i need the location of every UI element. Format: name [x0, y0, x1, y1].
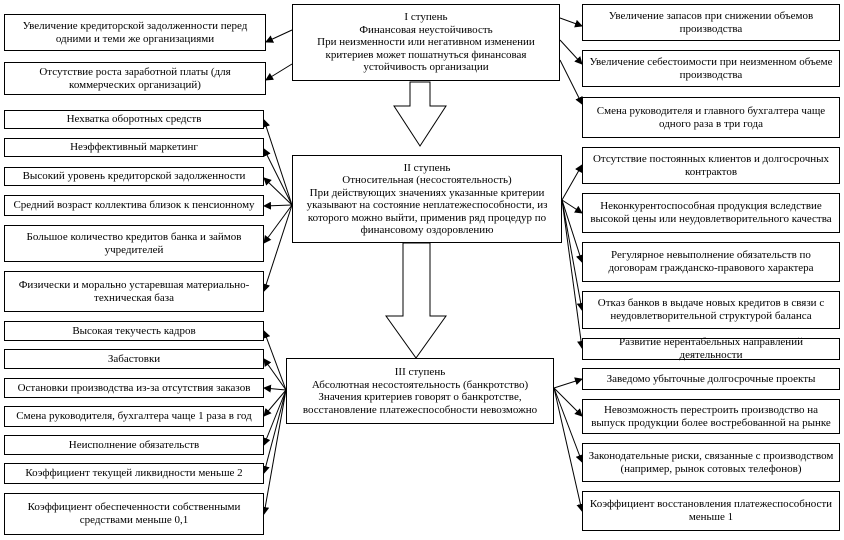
connector-arrow	[261, 389, 287, 474]
connector-arrow	[553, 387, 585, 512]
stage-2-level: II ступень	[403, 161, 451, 174]
stage-3-right-factor: Заведомо убыточные долгосрочные проекты	[582, 368, 840, 390]
connector-arrow	[553, 377, 583, 389]
down-arrow-icon	[393, 81, 447, 147]
stage-1-title: Финансовая неустойчивость	[359, 23, 493, 36]
stage-3-left-factor: Коэффициент текущей ликвидности меньше 2	[4, 463, 264, 484]
connector-arrow	[559, 59, 583, 105]
stage-2-box: II ступень Относительная (несостоятельно…	[292, 155, 562, 243]
stage-3-box: III ступень Абсолютная несостоятельность…	[286, 358, 554, 424]
stage-2-description: При действующих значениях указанные крит…	[306, 186, 548, 237]
stage-2-right-factor: Отсутствие постоянных клиентов и долгоср…	[582, 147, 840, 184]
connector-arrow	[265, 29, 293, 43]
stage-2-right-factor: Развитие нерентабельных направлений деят…	[582, 336, 840, 361]
stage-1-right-factor: Увеличение запасов при снижении объемов …	[582, 4, 840, 41]
stage-2-left-factor: Большое количество кредитов банка и займ…	[4, 225, 264, 262]
stage-1-level: I ступень	[404, 11, 448, 24]
connector-arrow	[553, 387, 584, 463]
stage-3-right-factor: Коэффициент восстановления платежеспособ…	[582, 491, 840, 531]
stage-3-left-factor: Высокая текучесть кадров	[4, 321, 264, 341]
stage-3-left-factor: Неисполнение обязательств	[4, 435, 264, 455]
connector-arrow	[265, 63, 293, 81]
connector-arrow	[263, 177, 293, 206]
connector-arrow	[263, 358, 287, 391]
connector-arrow	[561, 199, 583, 214]
stage-2-left-factor: Неэффективный маркетинг	[4, 138, 264, 157]
connector-arrow	[553, 387, 583, 417]
stage-3-right-factor: Невозможность перестроить производство н…	[582, 399, 840, 434]
stage-2-right-factor: Регулярное невыполнение обязательств по …	[582, 242, 840, 282]
connector-arrow	[561, 199, 585, 311]
stage-1-left-factor: Увеличение кредиторской задолженности пе…	[4, 14, 266, 51]
connector-arrow	[263, 148, 293, 206]
stage-2-left-factor: Высокий уровень кредиторской задолженнос…	[4, 167, 264, 186]
stage-1-right-factor: Увеличение себестоимости при неизменном …	[582, 50, 840, 87]
stage-1-left-factor: Отсутствие роста заработной платы (для к…	[4, 62, 266, 95]
connector-arrow	[561, 199, 586, 349]
stage-2-right-factor: Отказ банков в выдаче новых кредитов в с…	[582, 291, 840, 329]
stage-2-left-factor: Физически и морально устаревшая материал…	[4, 271, 264, 312]
connector-arrow	[262, 330, 287, 391]
connector-arrow	[263, 201, 293, 210]
stage-1-description: При неизменности или негативном изменени…	[317, 36, 535, 74]
stage-3-title: Абсолютная несостоятельность (банкротств…	[311, 378, 529, 391]
connector-arrow	[559, 39, 583, 65]
connector-arrow	[263, 204, 293, 244]
connector-arrow	[561, 164, 583, 201]
stage-3-left-factor: Остановки производства из-за отсутствия …	[4, 378, 264, 398]
stage-3-right-factor: Законодательные риски, связанные с произ…	[582, 443, 840, 482]
connector-arrow	[263, 389, 287, 417]
connector-arrow	[261, 389, 287, 515]
connector-arrow	[561, 199, 584, 263]
stage-3-left-factor: Смена руководителя, бухгалтера чаще 1 ра…	[4, 406, 264, 427]
stage-2-title: Относительная (несостоятельность)	[342, 174, 512, 186]
connector-arrow	[559, 17, 583, 28]
stage-2-left-factor: Средний возраст коллектива близок к пенс…	[4, 195, 264, 216]
down-arrow-icon	[385, 242, 447, 359]
stage-2-right-factor: Неконкурентоспособная продукция вследств…	[582, 193, 840, 233]
stage-1-box: I ступень Финансовая неустойчивость При …	[292, 4, 560, 81]
stage-2-left-factor: Нехватка оборотных средств	[4, 110, 264, 129]
stage-3-description: Значения критериев говорят о банкротстве…	[302, 391, 538, 416]
connector-arrow	[262, 204, 293, 292]
stage-3-left-factor: Забастовки	[4, 349, 264, 369]
stage-3-left-factor: Коэффициент обеспеченности собственными …	[4, 493, 264, 535]
connector-arrow	[262, 119, 293, 206]
connector-arrow	[263, 384, 287, 393]
stage-3-level: III ступень	[394, 366, 446, 378]
stage-1-right-factor: Смена руководителя и главного бухгалтера…	[582, 97, 840, 138]
connector-arrow	[262, 389, 287, 446]
